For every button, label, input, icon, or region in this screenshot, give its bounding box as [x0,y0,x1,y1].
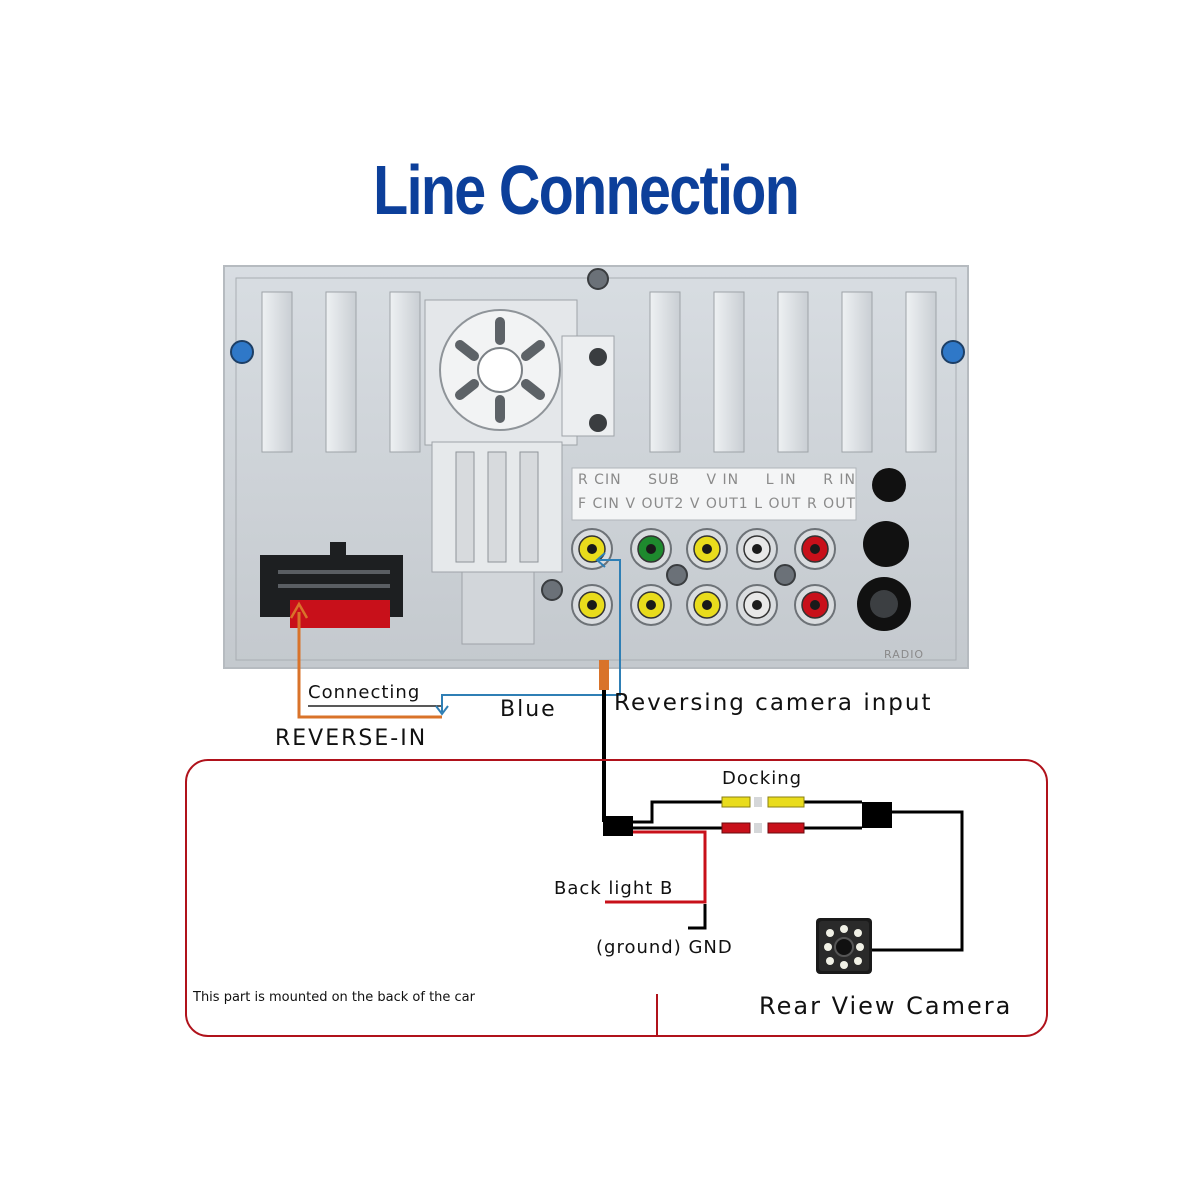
jack-label: R IN [823,472,856,488]
screw-icon [230,268,965,601]
blue-label: Blue [500,697,557,722]
rca-jack [571,584,613,626]
rca-jack [630,584,672,626]
jack-label: V OUT1 [689,496,749,512]
rca-jack [794,528,836,570]
jack-label: R OUT [807,496,856,512]
rca-jack [736,584,778,626]
radio-tag: RADIO [884,648,925,661]
back-light-label: Back light B [554,878,674,899]
rca-jack [686,584,728,626]
reverse-in-wire [289,601,442,719]
rca-jacks [571,528,836,626]
reverse-in-label: REVERSE-IN [275,726,428,751]
docking-label: Docking [722,768,803,789]
blue-wire [435,552,621,716]
head-unit [223,265,969,669]
jack-label: L IN [765,472,797,488]
rear-view-camera-label: Rear View Camera [759,992,1013,1020]
camera-icon [816,918,872,974]
camera-input-wire [599,660,609,822]
jack-label: R CIN [578,472,622,488]
rca-jack [630,528,672,570]
rca-jack [686,528,728,570]
harness-connector [260,542,403,628]
rca-jack [794,584,836,626]
mounted-note: This part is mounted on the back of the … [193,990,475,1005]
connecting-label: Connecting [308,682,421,703]
reversing-camera-input-label: Reversing camera input [614,690,933,716]
docking-cables [603,796,964,952]
jack-label: SUB [648,472,680,488]
ground-label: (ground) GND [596,937,733,958]
car-back-area [185,759,1048,1037]
page-title: Line Connection [373,151,800,229]
rca-jack [736,528,778,570]
rca-jack [571,528,613,570]
jack-label: F CIN [578,496,620,512]
fan [424,299,578,446]
jack-label: L OUT [754,496,802,512]
jack-label: V IN [706,472,740,488]
jack-label-row-bottom: F CIN V OUT2 V OUT1 L OUT R OUT [578,496,856,512]
jack-label-row-top: R CIN SUB V IN L IN R IN [578,472,856,488]
jack-label: V OUT2 [625,496,685,512]
